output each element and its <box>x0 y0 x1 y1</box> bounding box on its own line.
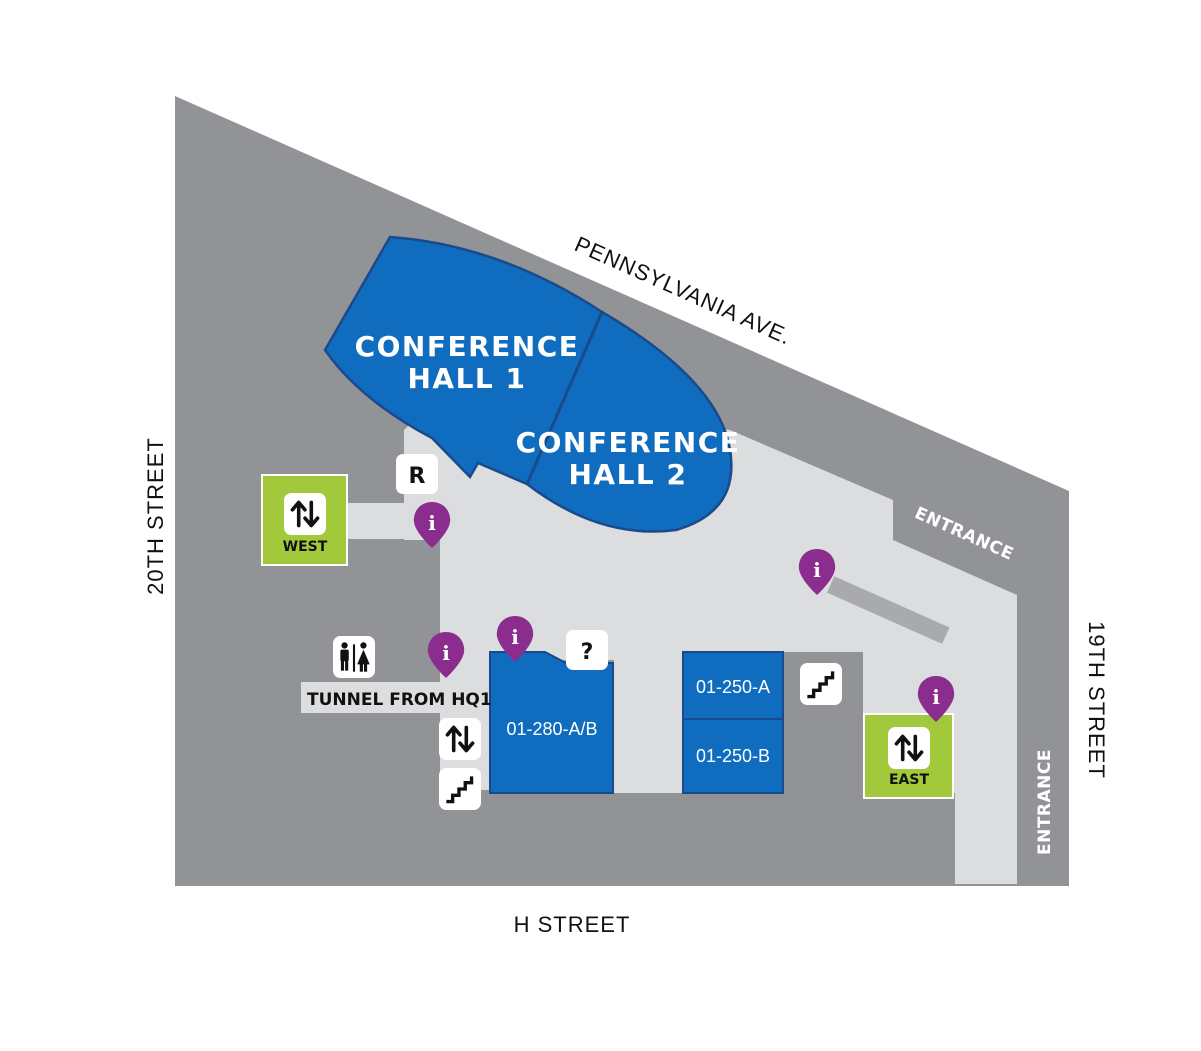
room-01-280 <box>489 651 614 794</box>
hall-2-line-2: HALL 2 <box>568 458 687 491</box>
ramp <box>827 576 950 644</box>
elevator-icon[interactable] <box>439 718 481 760</box>
svg-text:i: i <box>428 511 436 535</box>
street-19th: 19TH STREET <box>1084 621 1109 779</box>
registration-marker[interactable]: R <box>396 454 438 494</box>
svg-text:i: i <box>932 685 940 709</box>
info-pin-icon[interactable]: i <box>917 676 955 722</box>
hall-divider <box>525 311 604 485</box>
room-01-250-b <box>682 718 784 794</box>
stairs-icon[interactable] <box>800 663 842 705</box>
info-pin-icon[interactable]: i <box>413 502 451 548</box>
east-elevator-label: EAST <box>889 772 929 788</box>
info-pin-icon[interactable]: i <box>798 549 836 595</box>
room-01-250-b-label: 01-250-B <box>696 746 770 766</box>
info-pin-icon[interactable]: i <box>427 632 465 678</box>
stairs-icon[interactable] <box>439 768 481 810</box>
svg-text:i: i <box>511 625 519 649</box>
elevator-icon <box>888 727 930 769</box>
help-desk-marker[interactable]: ? <box>566 630 608 670</box>
registration-label: R <box>409 464 426 489</box>
west-elevator-label: WEST <box>283 539 328 555</box>
room-01-250-a-label: 01-250-A <box>696 677 770 697</box>
east-elevator[interactable]: EAST <box>863 713 954 799</box>
west-elevator[interactable]: WEST <box>261 474 348 566</box>
svg-text:i: i <box>442 641 450 665</box>
svg-text:i: i <box>813 558 821 582</box>
restroom-icon[interactable] <box>333 636 375 678</box>
help-desk-label: ? <box>581 640 594 665</box>
tunnel-label: TUNNEL FROM HQ1 <box>307 690 492 710</box>
info-pin-icon[interactable]: i <box>496 616 534 662</box>
street-20th: 20TH STREET <box>143 437 168 595</box>
hall-1-line-2: HALL 1 <box>407 362 526 395</box>
conference-hall-2 <box>525 310 733 533</box>
east-entrance-label: ENTRANCE <box>1035 749 1055 855</box>
hall-1-line-1: CONFERENCE <box>355 330 580 363</box>
elevator-icon <box>284 493 326 535</box>
room-01-280-label: 01-280-A/B <box>506 719 597 739</box>
hall-2-line-1: CONFERENCE <box>516 426 741 459</box>
street-h: H STREET <box>514 912 631 937</box>
